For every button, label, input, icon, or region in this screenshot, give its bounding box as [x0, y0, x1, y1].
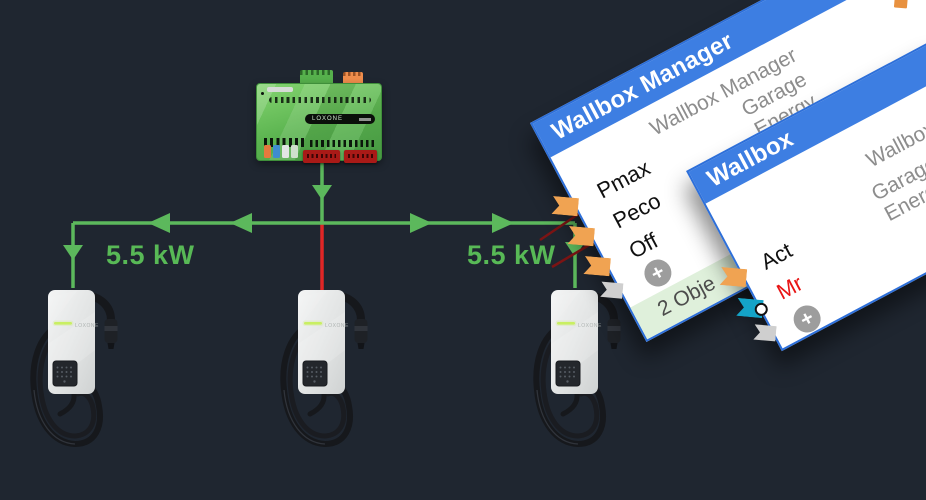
input-connector-icon-gray[interactable]: [600, 281, 624, 299]
label-strip: LOXONE: [305, 114, 375, 124]
input-connector-icon-gray[interactable]: [753, 324, 777, 342]
flow-arrow-left: [148, 213, 170, 233]
plug-blue: [273, 145, 280, 158]
status-dot: [261, 92, 264, 95]
vent-row: [269, 97, 371, 103]
miniserver-device: LOXONE: [256, 70, 382, 170]
wallbox-brand-labels: LOXONE LOXONE LOXONE: [75, 323, 602, 329]
wallbox-brand: LOXONE: [75, 323, 99, 329]
wallbox-middle: [283, 290, 367, 444]
miniserver-body: LOXONE: [256, 83, 382, 163]
miniserver-brand: LOXONE: [312, 116, 344, 122]
output-marker: [893, 0, 908, 9]
flow-arrow-down: [63, 245, 83, 260]
flow-arrow-right: [410, 213, 432, 233]
flow-arrow-left: [230, 213, 252, 233]
input-connector-icon[interactable]: [551, 196, 579, 217]
top-connector-green: [300, 70, 333, 85]
terminal-dots: [307, 154, 336, 158]
terminal-block-red: [303, 150, 340, 163]
input-connector-icon[interactable]: [719, 266, 748, 288]
flow-arrows: [63, 185, 585, 260]
power-label-right: 5.5 kW: [467, 240, 556, 270]
flow-arrow-down: [565, 242, 585, 257]
wallbox-brand: LOXONE: [578, 323, 602, 329]
top-connector-orange: [343, 72, 363, 85]
flow-arrow-right: [492, 213, 514, 233]
flow-arrow-down: [312, 185, 332, 200]
wallbox-right: [536, 290, 620, 444]
card-wallbox-manager: Wallbox Manager Wallbox Manager Garage E…: [530, 0, 926, 342]
plug-white: [282, 145, 289, 158]
terminal-teeth: [310, 140, 376, 147]
terminal-teeth: [264, 138, 306, 147]
power-label-left: 5.5 kW: [106, 240, 195, 270]
card-wallbox: Wallbox Wallbox Garage Energy Act Mr +: [686, 37, 926, 352]
sd-slot: [267, 87, 293, 92]
wallbox-brand: LOXONE: [325, 323, 349, 329]
input-connector-icon[interactable]: [567, 226, 595, 247]
block-inputs: Act Mr: [755, 234, 815, 309]
terminal-block-red: [344, 150, 377, 163]
plug-green: [291, 145, 298, 158]
plug-orange: [264, 145, 271, 158]
wallbox-left: [33, 290, 117, 444]
block-inputs: Pmax Peco Off: [591, 151, 689, 267]
terminal-dots: [348, 154, 373, 158]
input-connector-icon[interactable]: [583, 256, 611, 277]
label-strip-text: [359, 118, 371, 121]
